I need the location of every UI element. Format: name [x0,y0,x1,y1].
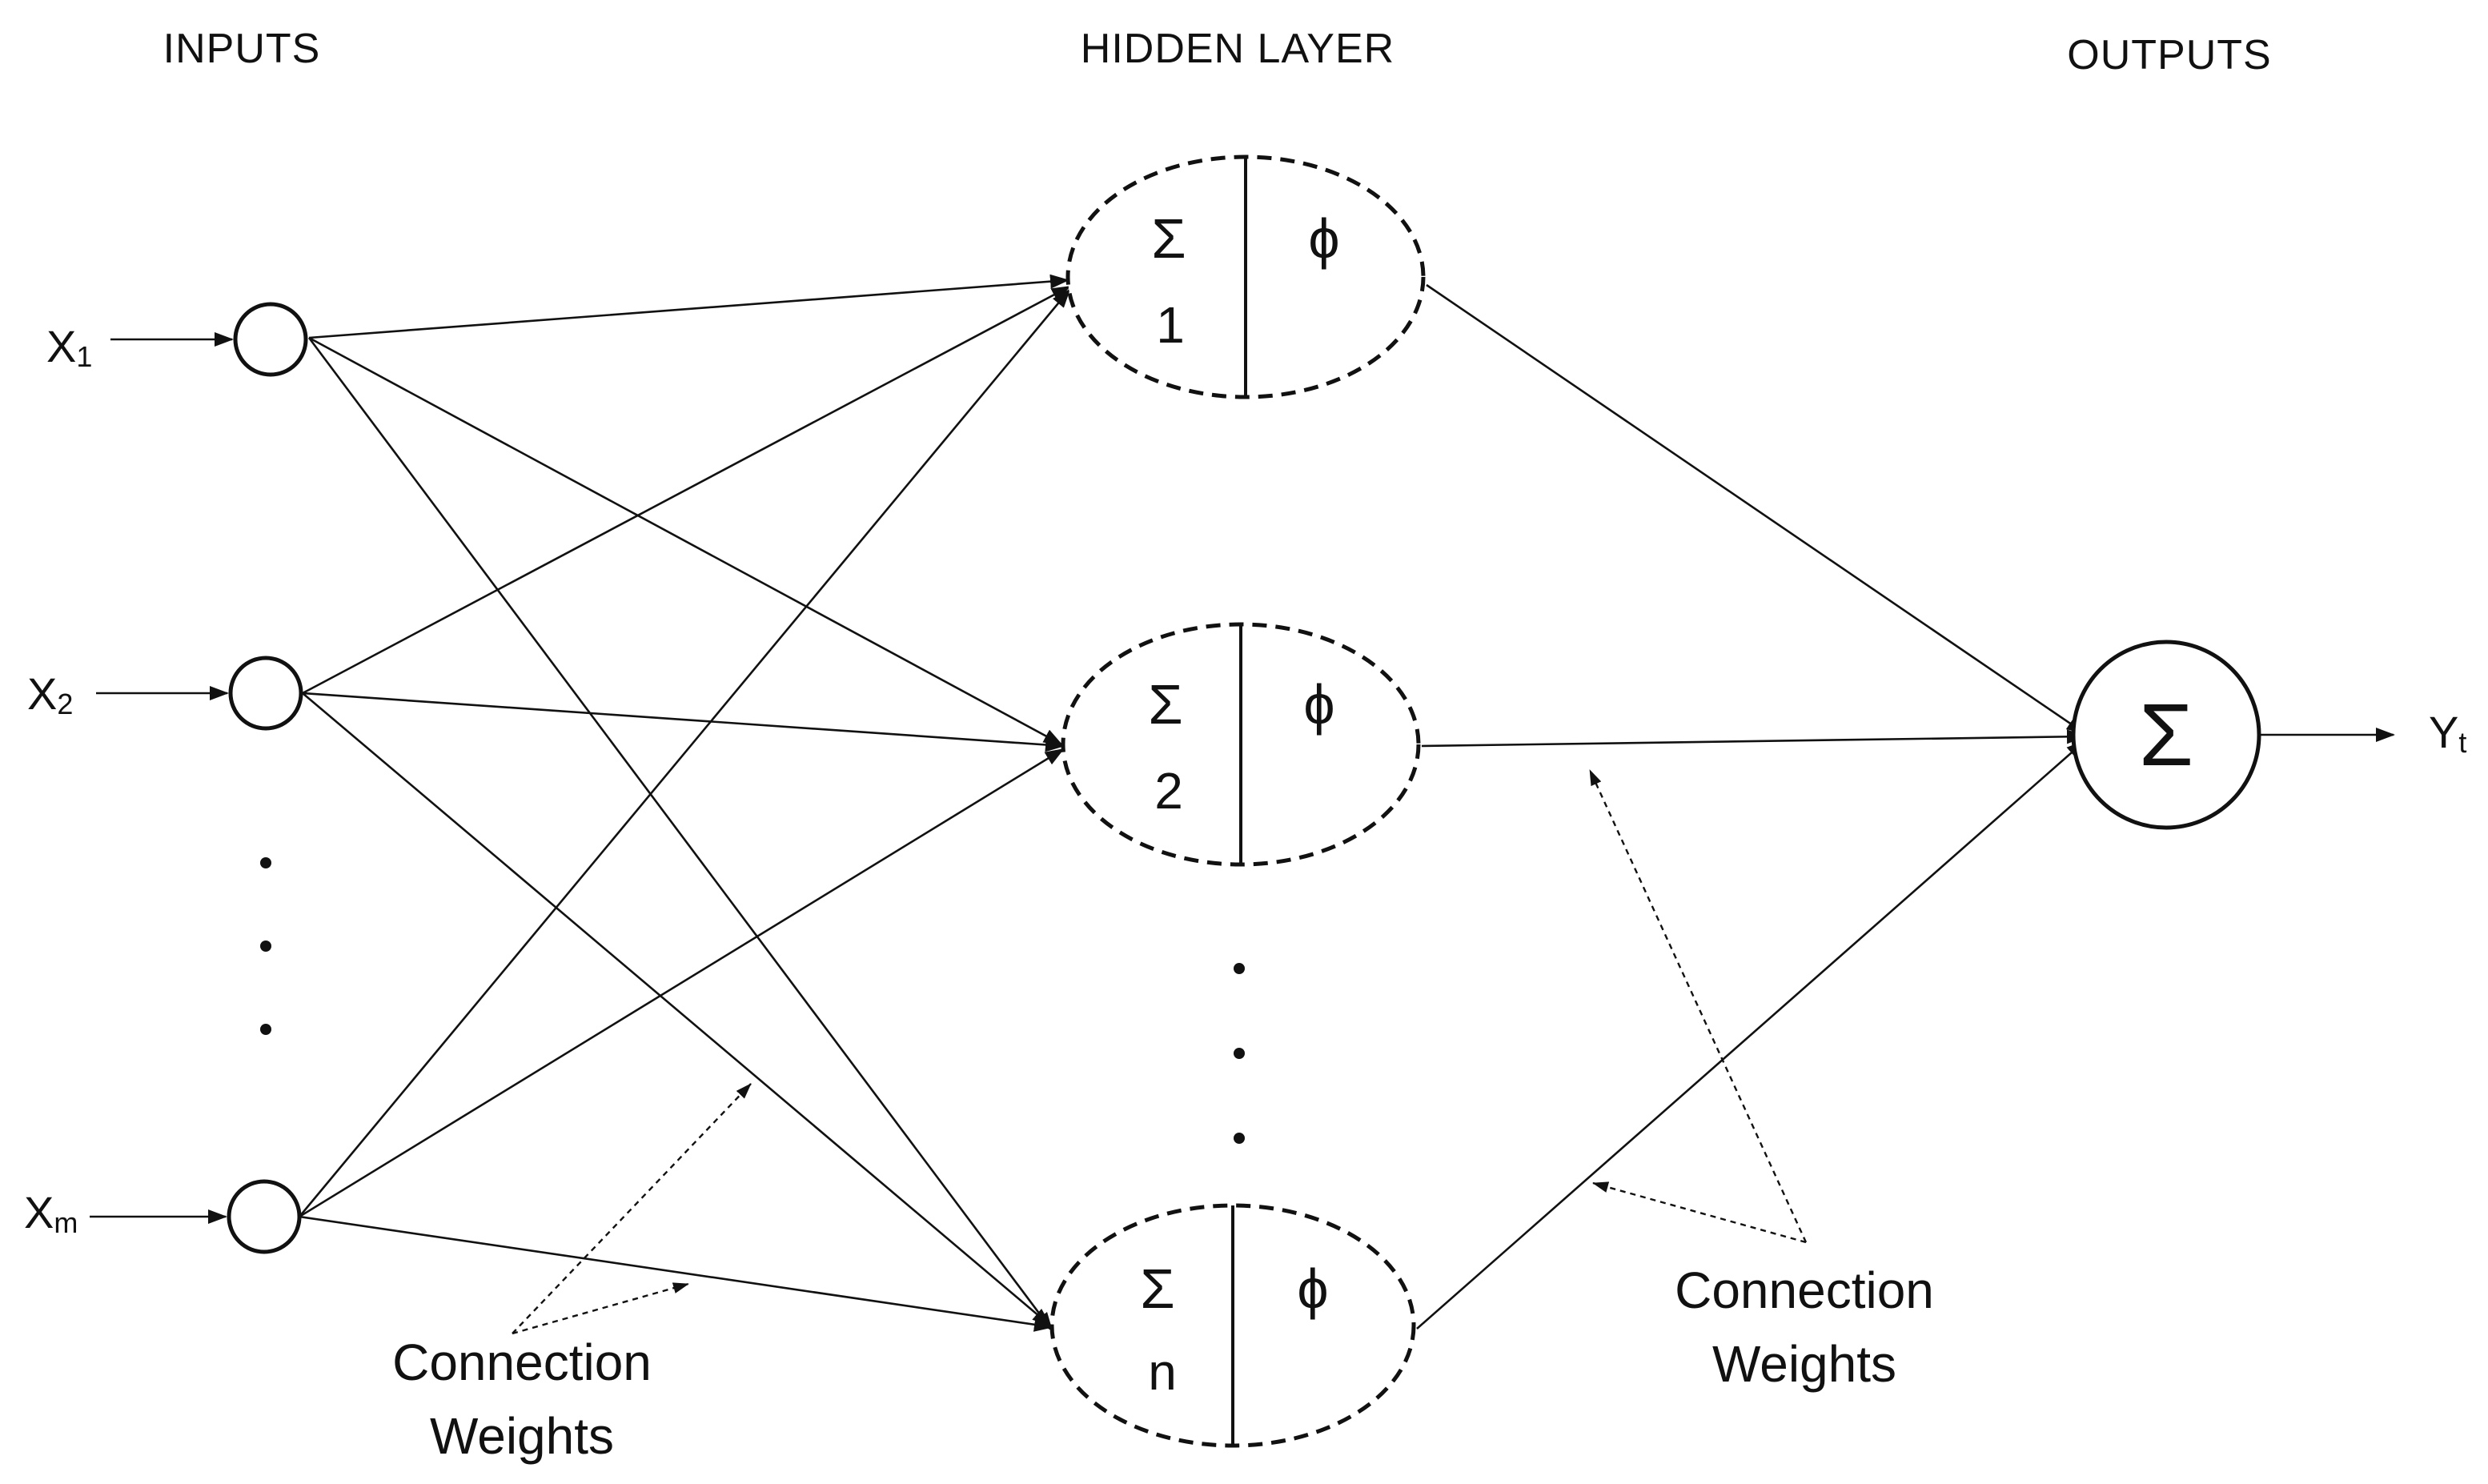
input-node-x2 [228,656,303,731]
edge-xm-h2 [299,748,1065,1218]
hidden-node-2: Σ 2 ϕ [1061,622,1421,867]
output-label: Yt [2429,707,2466,759]
left-annotation-line1: Connection [392,1334,652,1391]
hidden-node-n-activation: ϕ [1297,1257,1328,1320]
right-annotation-pointers [1588,769,1808,1244]
hidden-node-2-index: 2 [1154,762,1183,820]
edge-h1-out [1426,283,2086,735]
edge-x1-hn [307,337,1053,1332]
hidden-vertical-ellipsis-icon [1234,963,1245,1144]
edge-x1-h2 [308,336,1063,746]
edge-xm-h1 [299,288,1071,1217]
input-node-xm [227,1179,302,1254]
output-node: Σ Yt [2071,640,2466,830]
edge-xm-hn [299,1215,1053,1332]
hidden-node-n-sum: Σ [1140,1257,1174,1320]
header-hidden-layer: HIDDEN LAYER [1081,26,1394,72]
edge-x2-hn [302,692,1052,1327]
left-pointer-right [512,1282,689,1335]
edge-x1-h1 [308,274,1069,339]
input-node-x1 [233,302,308,377]
hidden-node-1: Σ 1 ϕ [1065,154,1426,399]
hidden-node-2-sum: Σ [1148,673,1182,736]
hidden-node-n-index: n [1148,1343,1177,1401]
vertical-ellipsis-icon [260,857,271,1035]
header-inputs: INPUTS [163,26,321,72]
edge-x2-h1 [302,285,1071,695]
right-pointer-left [1592,1181,1807,1244]
hidden-node-1-index: 1 [1156,296,1185,354]
edge-x2-h2 [302,692,1065,752]
right-annotation-line2: Weights [1712,1335,1896,1393]
left-pointer-up [512,1083,752,1334]
edge-hn-out [1416,740,2086,1330]
input-label-x1: X1 [46,321,92,373]
output-node-sum: Σ [2139,686,2193,784]
input-hidden-connections [299,274,1071,1332]
hidden-node-1-activation: ϕ [1308,207,1339,270]
left-annotation-line2: Weights [430,1407,614,1465]
hidden-output-connections [1416,283,2086,1330]
edge-h2-out [1421,729,2086,748]
input-x1: X1 [46,302,308,377]
input-x2: X2 [27,656,303,731]
right-pointer-up [1588,769,1808,1243]
hidden-node-2-activation: ϕ [1303,673,1334,736]
input-xm: Xm [24,1179,302,1254]
header-outputs: OUTPUTS [2067,32,2271,78]
hidden-node-n: Σ n ϕ [1049,1203,1416,1448]
left-annotation-pointers [512,1083,752,1335]
input-label-xm: Xm [24,1187,78,1239]
input-label-x2: X2 [27,668,73,720]
right-annotation-line1: Connection [1675,1261,1934,1319]
hidden-node-1-sum: Σ [1151,207,1186,270]
